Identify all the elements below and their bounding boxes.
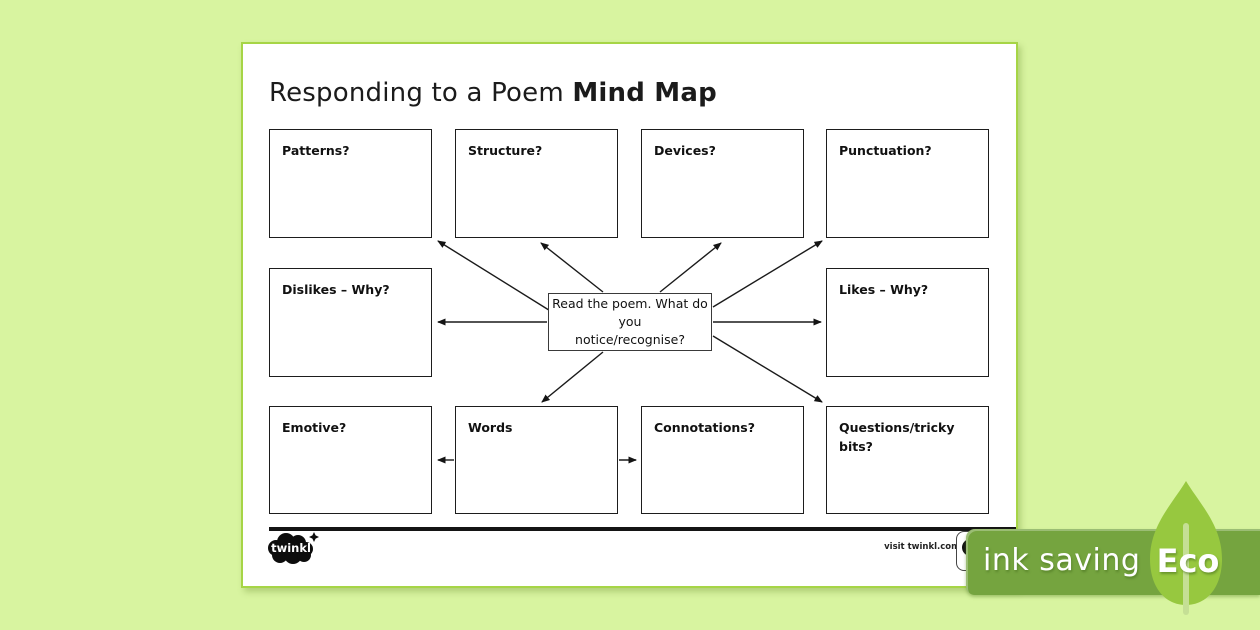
node-structure: Structure? <box>455 129 618 238</box>
node-devices-label: Devices? <box>654 143 716 158</box>
sparkle-icon <box>309 532 319 542</box>
eco-leaf-icon <box>1150 481 1222 615</box>
node-emotive-label: Emotive? <box>282 420 347 435</box>
footer-divider <box>269 527 1016 531</box>
page-title: Responding to a Poem Mind Map <box>269 78 717 108</box>
twinkl-logo-text: twinkl <box>271 541 311 555</box>
node-structure-label: Structure? <box>468 143 543 158</box>
node-dislikes-label: Dislikes – Why? <box>282 282 390 297</box>
node-center: Read the poem. What do you notice/recogn… <box>548 293 712 351</box>
node-questions-label: Questions/tricky bits? <box>839 420 955 454</box>
node-likes-label: Likes – Why? <box>839 282 929 297</box>
node-words-label: Words <box>468 420 513 435</box>
node-center-label-line2: notice/recognise? <box>575 332 685 347</box>
visit-twinkl-text: visit twinkl.com <box>884 542 960 552</box>
node-connotations: Connotations? <box>641 406 804 514</box>
node-devices: Devices? <box>641 129 804 238</box>
node-words: Words <box>455 406 618 514</box>
ink-saving-label: ink saving <box>983 543 1141 578</box>
eco-label: Eco <box>1156 542 1220 580</box>
node-center-label-line1: Read the poem. What do you <box>552 296 708 329</box>
node-punctuation-label: Punctuation? <box>839 143 932 158</box>
node-dislikes: Dislikes – Why? <box>269 268 432 377</box>
node-punctuation: Punctuation? <box>826 129 989 238</box>
node-connotations-label: Connotations? <box>654 420 755 435</box>
node-patterns: Patterns? <box>269 129 432 238</box>
page-title-bold: Mind Map <box>572 78 717 108</box>
twinkl-logo: twinkl <box>268 532 319 564</box>
node-questions: Questions/tricky bits? <box>826 406 989 514</box>
node-patterns-label: Patterns? <box>282 143 350 158</box>
node-likes: Likes – Why? <box>826 268 989 377</box>
node-emotive: Emotive? <box>269 406 432 514</box>
page-title-regular: Responding to a Poem <box>269 78 573 108</box>
